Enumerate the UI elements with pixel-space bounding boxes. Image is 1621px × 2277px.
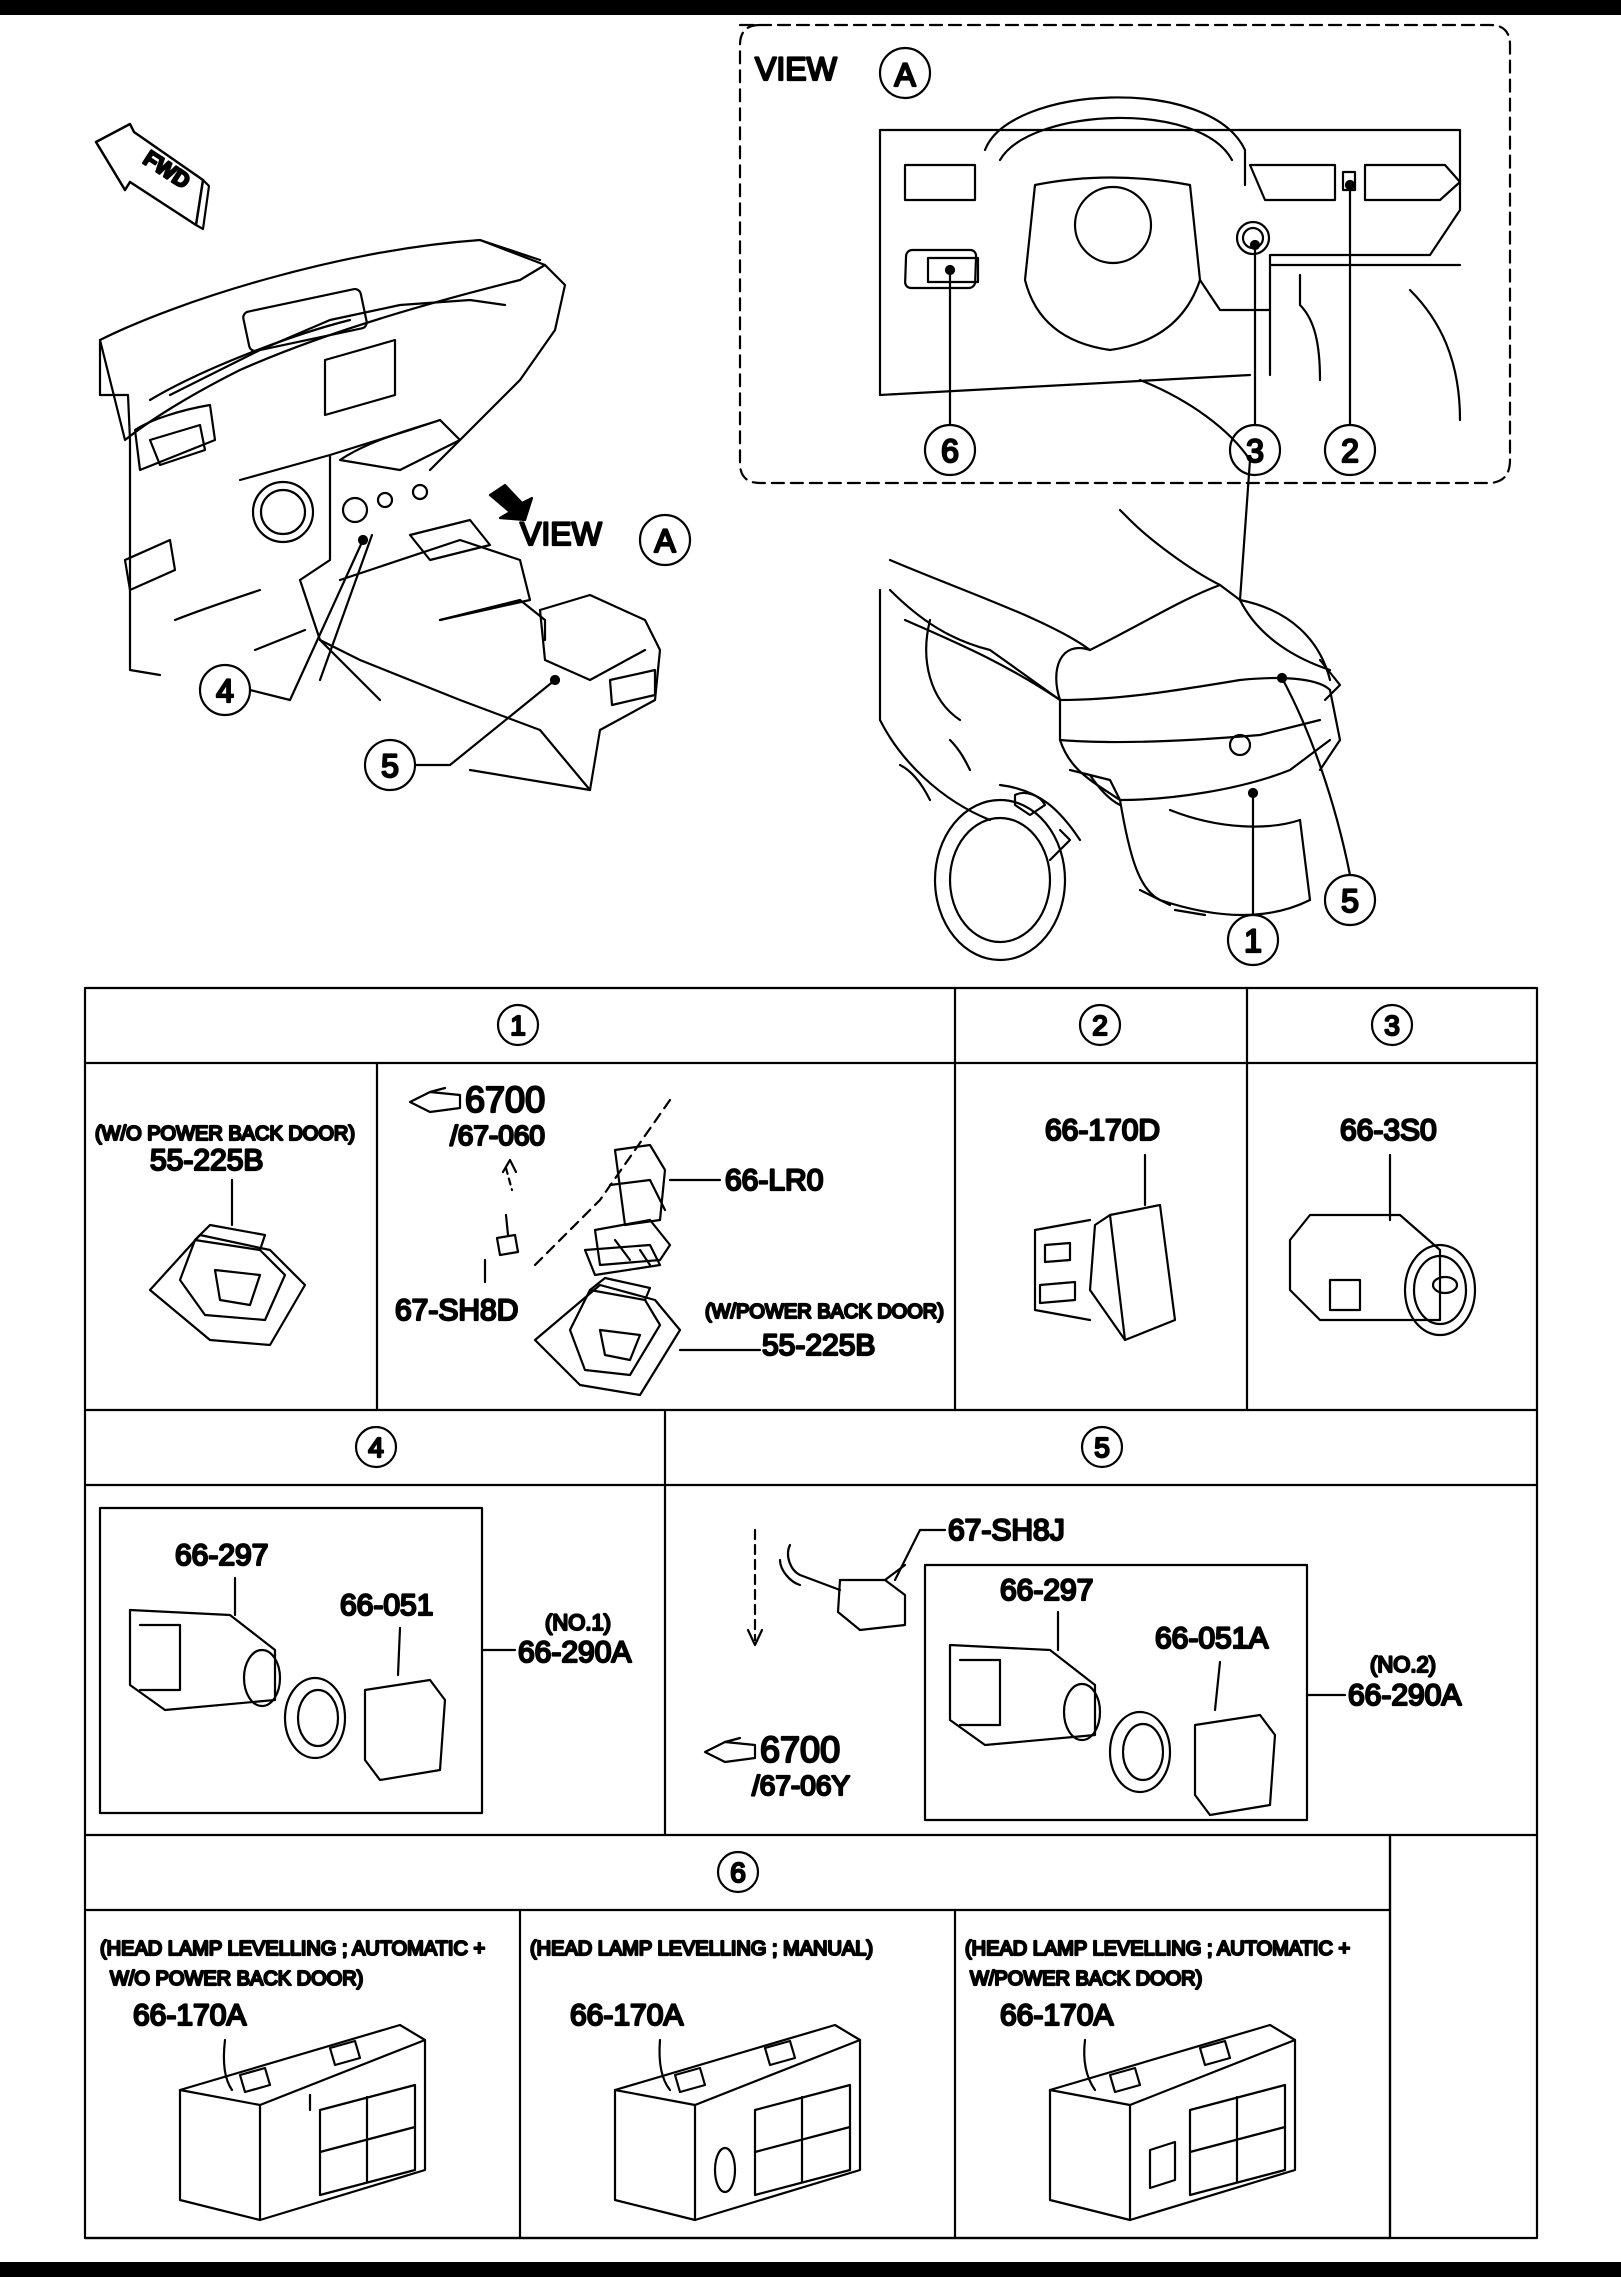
header-5-circle — [1080, 1425, 1124, 1469]
callout-4-leader — [248, 538, 365, 702]
push-start-switch-drawing — [1288, 1213, 1477, 1337]
connector-67-sh8d-drawing — [495, 1098, 672, 1267]
r2c2-part-socket: 66-297 — [1000, 1574, 1093, 1607]
levelling-switch-1-drawing — [178, 2023, 427, 2222]
r1c2-ref-main: 6700 — [465, 1079, 545, 1120]
header-5-label: 5 — [1094, 1432, 1110, 1463]
fwd-label: FWD — [139, 145, 195, 193]
r2c2-assy-number: 66-290A — [1348, 1679, 1461, 1712]
r1c3-part-number: 66-170D — [1045, 1114, 1160, 1147]
levelling-switch-2-drawing — [613, 2023, 862, 2222]
r2c2-ref-sub: /67-06Y — [752, 1770, 850, 1801]
r3c1-condition-1: (HEAD LAMP LEVELLING ; AUTOMATIC + — [100, 1938, 485, 1960]
view-a-dashed-frame — [738, 23, 1512, 485]
callout-1-circle — [1226, 913, 1280, 967]
r2c2-part-connector: 67-SH8J — [948, 1514, 1065, 1547]
r2c2-no-label: (NO.2) — [1370, 1652, 1436, 1677]
r3c3-condition-1: (HEAD LAMP LEVELLING ; AUTOMATIC + — [965, 1938, 1350, 1960]
r2c1-assy-number: 66-290A — [518, 1636, 631, 1669]
r1c1-condition: (W/O POWER BACK DOOR) — [95, 1123, 355, 1145]
r3c3-condition-2: W/POWER BACK DOOR) — [970, 1968, 1202, 1990]
view-letter-overview: A — [654, 523, 676, 559]
header-2-label: 2 — [1092, 1010, 1108, 1041]
r2c1-part-cap: 66-051 — [340, 1589, 433, 1622]
r1c1-part-number: 55-225B — [150, 1144, 263, 1177]
header-2-circle — [1078, 1003, 1122, 1047]
callout-4-label: 4 — [216, 673, 234, 709]
callout-5-circle — [363, 738, 417, 792]
view-label-overview: VIEW — [520, 516, 603, 552]
r1c2-condition: (W/POWER BACK DOOR) — [705, 1301, 944, 1323]
view-letter-circle-overview — [638, 513, 692, 567]
header-1-label: 1 — [510, 1010, 526, 1041]
fwd-arrow-icon — [94, 122, 211, 231]
hand-pointer-icon-1 — [408, 1086, 462, 1114]
r2c2-ref-main: 6700 — [760, 1729, 840, 1770]
r3c2-part-number: 66-170A — [570, 1999, 683, 2032]
view-letter-circle-detail — [878, 46, 932, 100]
callout-1-label: 1 — [1244, 923, 1262, 959]
instrument-panel-drawing — [878, 96, 1462, 422]
r3c2-condition-1: (HEAD LAMP LEVELLING ; MANUAL) — [530, 1938, 873, 1960]
vehicle-rear-drawing — [878, 378, 1342, 962]
bottom-border-bar — [0, 2262, 1621, 2277]
power-socket-no1-drawing — [128, 1608, 447, 1782]
r3c3-part-number: 66-170A — [1000, 1999, 1113, 2032]
r1c2-part-connector: 67-SH8D — [395, 1294, 518, 1327]
view-letter-detail: A — [894, 57, 916, 93]
callout-6-circle — [923, 423, 977, 477]
top-border-bar — [0, 0, 1621, 15]
back-door-switch-drawing — [583, 1143, 672, 1277]
r1c2-part-switch: 66-LR0 — [725, 1164, 823, 1197]
hand-pointer-icon-2 — [703, 1736, 757, 1764]
bezel-w-power-drawing — [533, 1276, 682, 1397]
dashboard-overview-drawing — [98, 238, 662, 792]
callout-2-label: 2 — [1341, 433, 1359, 469]
header-6-label: 6 — [730, 1857, 746, 1888]
header-1-circle — [496, 1003, 540, 1047]
view-label-detail: VIEW — [755, 51, 838, 87]
callout-6-label: 6 — [941, 433, 959, 469]
callout-4-circle — [198, 663, 252, 717]
r2c2-part-cap: 66-051A — [1155, 1622, 1268, 1655]
header-3-circle — [1370, 1003, 1414, 1047]
callout-2-circle — [1323, 423, 1377, 477]
r1c2-ref-sub: /67-060 — [450, 1120, 545, 1151]
r1c4-part-number: 66-3S0 — [1340, 1114, 1437, 1147]
callout-3-circle — [1228, 423, 1282, 477]
view-a-arrow-icon — [488, 483, 534, 522]
callout-5-label: 5 — [381, 748, 399, 784]
connector-67-sh8j-drawing — [746, 1528, 907, 1647]
r2c1-part-socket: 66-297 — [175, 1539, 268, 1572]
r3c1-part-number: 66-170A — [133, 1999, 246, 2032]
callout-5-rear-circle — [1323, 873, 1377, 927]
header-4-circle — [354, 1425, 398, 1469]
switch-66-170d-drawing — [1033, 1203, 1177, 1342]
callout-5-leader — [414, 678, 557, 767]
bezel-part-drawing — [148, 1223, 307, 1347]
callout-5-rear-label: 5 — [1341, 883, 1359, 919]
r1c2-part-bezel: 55-225B — [762, 1329, 875, 1362]
r3c1-condition-2: W/O POWER BACK DOOR) — [110, 1968, 363, 1990]
power-socket-no2-drawing — [948, 1643, 1277, 1817]
levelling-switch-3-drawing — [1048, 2023, 1297, 2222]
header-6-circle — [716, 1850, 760, 1894]
header-4-label: 4 — [368, 1432, 384, 1463]
header-3-label: 3 — [1384, 1010, 1400, 1041]
r2c1-no-label: (NO.1) — [545, 1610, 611, 1635]
